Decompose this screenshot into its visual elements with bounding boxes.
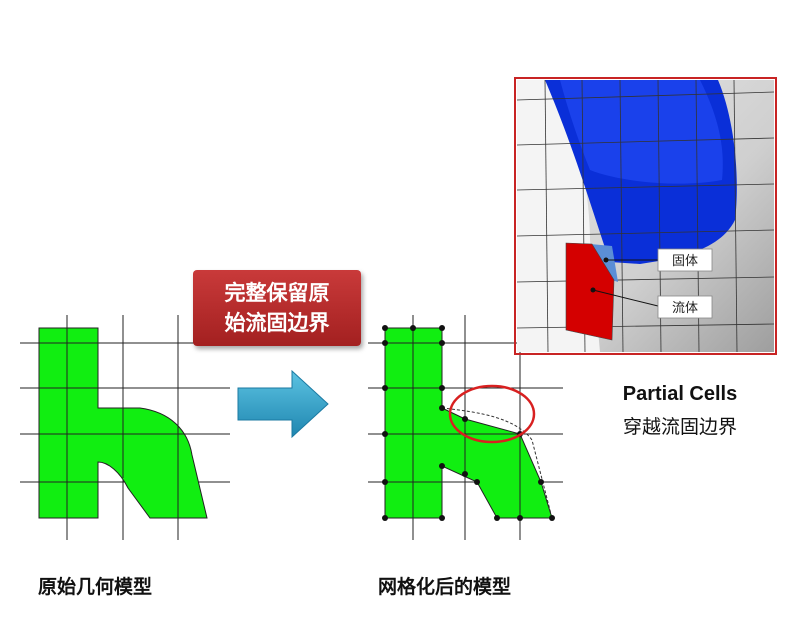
inset-fluid-red — [565, 242, 615, 341]
fluid-label: 流体 — [672, 301, 698, 316]
original-model — [20, 315, 230, 540]
solid-label-box — [657, 248, 713, 272]
transform-arrow — [237, 369, 329, 439]
fluid-label-box — [657, 295, 713, 319]
meshed-model — [368, 315, 563, 540]
partial-cells-subtitle: 穿越流固边界 — [622, 416, 737, 438]
partial-cells-title: Partial Cells — [622, 383, 738, 405]
callout-preserve-boundary: 完整保留原 始流固边界 — [193, 270, 361, 346]
caption-meshed-model: 网格化后的模型 — [378, 576, 512, 598]
highlight-circle — [448, 384, 536, 444]
solid-label: 固体 — [672, 254, 698, 269]
inset-solid-highlight — [560, 80, 723, 184]
caption-original-model: 原始几何模型 — [38, 576, 153, 598]
inset-border — [514, 77, 777, 355]
meshed-shape — [384, 327, 553, 519]
inset-zoom-image: 固体 流体 — [514, 77, 777, 355]
original-boundary-dashed — [441, 407, 553, 519]
